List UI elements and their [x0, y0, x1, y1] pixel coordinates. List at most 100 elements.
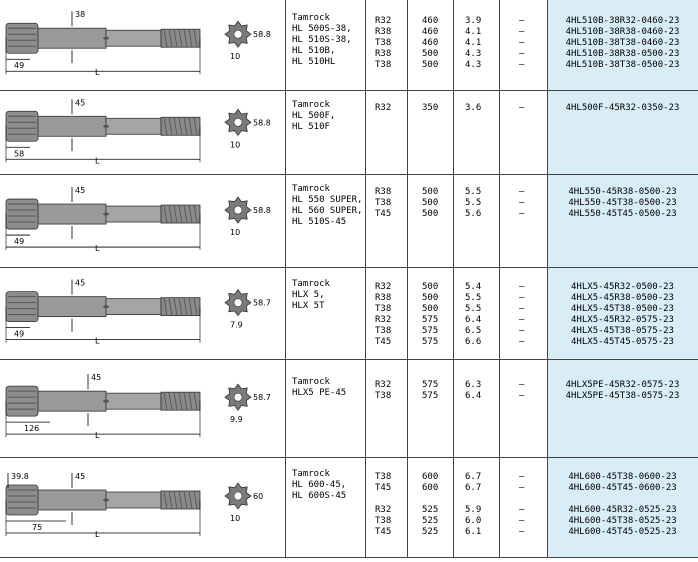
row-border: [0, 267, 698, 268]
parts-text: 4HL550-45T45-0500-23: [568, 209, 677, 219]
column-divider: [365, 458, 366, 558]
threads-text: T45: [375, 209, 392, 219]
dashes-text: –: [519, 38, 525, 48]
dashes-text: –: [519, 527, 525, 537]
weights-text: 6.4: [465, 391, 482, 401]
flush-hole: [103, 498, 109, 502]
parts-text: 4HLX5PE-45T38-0575-23: [565, 391, 680, 401]
column-divider: [365, 360, 366, 458]
dashes-text: –: [519, 209, 525, 219]
threads-text: R32: [375, 16, 392, 26]
column-divider: [407, 360, 408, 458]
threads-text: T45: [375, 483, 392, 493]
dashes-text: –: [519, 337, 525, 347]
column-divider: [499, 268, 500, 360]
models-text: HL 500F,: [292, 111, 336, 121]
parts-text: 4HLX5-45T38-0575-23: [571, 326, 674, 336]
threads-text: R32: [375, 380, 392, 390]
shank-neck: [105, 205, 162, 223]
lengths-text: 575: [422, 315, 439, 325]
parts-text: 4HLX5PE-45R32-0575-23: [565, 380, 680, 390]
column-divider: [499, 91, 500, 175]
column-divider: [453, 91, 454, 175]
thread-line: [183, 392, 188, 411]
shank-neck: [105, 491, 162, 509]
shank-body: [37, 115, 107, 137]
dim-dia-label: 60: [253, 492, 263, 501]
column-divider: [547, 175, 548, 268]
weights-text: 6.3: [465, 380, 482, 390]
thread-line: [178, 204, 183, 224]
models-text: HL 500S-38,: [292, 24, 352, 34]
models-text: HL 600-45,: [292, 480, 347, 490]
parts-text: 4HL510B-38R38-0500-23: [565, 49, 680, 59]
weights-text: 4.3: [465, 60, 482, 70]
shank-body: [37, 27, 107, 49]
models-text: HL 510F: [292, 122, 330, 132]
parts-text: 4HL600-45T45-0525-23: [568, 527, 677, 537]
column-divider: [453, 360, 454, 458]
parts-text: 4HL600-45R32-0525-23: [568, 505, 677, 515]
end-view-bore: [233, 298, 243, 307]
dashes-text: –: [519, 315, 525, 325]
thread-line: [193, 29, 198, 48]
lengths-text: 525: [422, 516, 439, 526]
threads-text: R32: [375, 103, 392, 113]
spline-end: [5, 110, 39, 142]
row-border: [0, 174, 698, 175]
dashes-text: –: [519, 282, 525, 292]
flush-hole: [103, 36, 109, 40]
column-divider: [453, 0, 454, 91]
shank-neck: [105, 29, 162, 47]
dim-spline-label: 9.9: [230, 415, 243, 424]
thread-line: [188, 490, 193, 510]
parts-text: 4HL600-45T38-0525-23: [568, 516, 677, 526]
models-text: Tamrock: [292, 279, 330, 289]
part-number-cell: [547, 360, 698, 458]
models-text: HL 510HL: [292, 57, 336, 67]
dashes-text: –: [519, 103, 525, 113]
dashes-text: –: [519, 49, 525, 59]
models-text: HL 550 SUPER,: [292, 195, 363, 205]
parts-text: 4HL550-45R38-0500-23: [568, 187, 677, 197]
column-divider: [285, 268, 286, 360]
weights-text: 5.5: [465, 304, 482, 314]
thread-line: [173, 490, 178, 510]
dashes-text: –: [519, 391, 525, 401]
weights-text: 3.9: [465, 16, 482, 26]
column-divider: [547, 268, 548, 360]
threads-text: T45: [375, 527, 392, 537]
threads-text: R38: [375, 49, 392, 59]
dim-left-label: 49: [14, 330, 24, 339]
threads-text: T38: [375, 326, 392, 336]
column-divider: [365, 0, 366, 91]
models-text: HL 510B,: [292, 46, 336, 56]
column-divider: [407, 91, 408, 175]
dim-L-label: L: [95, 337, 100, 346]
parts-text: 4HLX5-45T45-0575-23: [571, 337, 674, 347]
part-number-cell: [547, 175, 698, 268]
dashes-text: –: [519, 326, 525, 336]
thread-line: [183, 297, 188, 316]
dashes-text: –: [519, 505, 525, 515]
shank-neck: [105, 117, 162, 135]
thread-line: [193, 297, 198, 316]
thread-line: [183, 204, 188, 224]
models-text: Tamrock: [292, 469, 330, 479]
thread-line: [163, 392, 168, 411]
flush-hole: [103, 399, 109, 403]
flush-hole: [103, 124, 109, 128]
dashes-text: –: [519, 516, 525, 526]
column-divider: [547, 458, 548, 558]
dim-L-label: L: [95, 156, 100, 165]
dim-spline-label: 10: [230, 228, 240, 237]
dim-left-label: 58: [14, 149, 24, 158]
weights-text: 4.1: [465, 38, 482, 48]
column-divider: [285, 91, 286, 175]
models-text: HL 510S-38,: [292, 35, 352, 45]
threads-text: R38: [375, 293, 392, 303]
column-divider: [285, 175, 286, 268]
